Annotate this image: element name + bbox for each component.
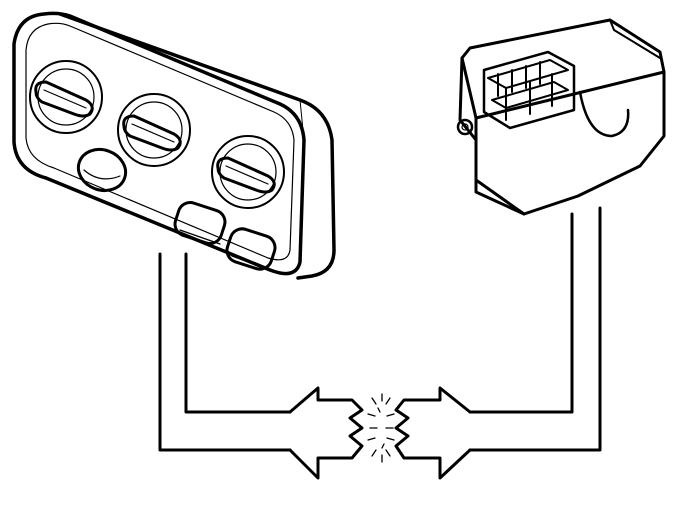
arrow-left: [288, 386, 364, 480]
knob-rotary-1: [29, 60, 103, 134]
control-panel-side: [58, 12, 336, 280]
knob-small: [76, 147, 128, 193]
push-button-1: [173, 201, 227, 245]
push-button-2: [225, 227, 277, 271]
wire-left: [158, 252, 292, 452]
disconnection-spark: [367, 393, 395, 463]
control-panel-edge: [299, 99, 305, 141]
wire-right: [468, 206, 602, 452]
control-panel: [12, 11, 336, 280]
control-panel-bevel: [25, 22, 295, 261]
connector-socket: [482, 50, 576, 130]
knob-rotary-3: [211, 135, 285, 209]
module-top: [460, 18, 666, 120]
module-bottom-lip: [474, 178, 526, 216]
arrow-right: [394, 386, 472, 480]
module-left-edge: [458, 56, 478, 142]
module-front: [474, 70, 666, 216]
connector-module: [456, 18, 666, 216]
mounting-tab: [456, 118, 474, 136]
module-side: [609, 19, 661, 59]
knob-rotary-2: [117, 93, 191, 167]
module-notch: [578, 90, 630, 138]
control-panel-front: [12, 11, 306, 276]
